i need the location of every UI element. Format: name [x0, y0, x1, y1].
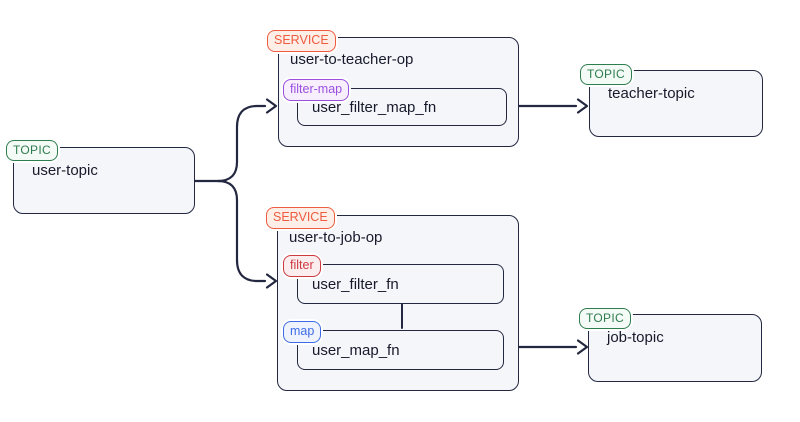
step-user-filter-map-fn[interactable]: filter-map user_filter_map_fn — [283, 79, 507, 126]
node-label: teacher-topic — [608, 85, 695, 102]
edge-user-topic-to-job-op — [216, 179, 267, 283]
arrowhead-into-teacher-topic — [576, 98, 589, 114]
arrowhead-into-job-op — [265, 273, 278, 289]
node-teacher-topic[interactable]: TOPIC teacher-topic — [580, 64, 763, 137]
service-title: user-to-job-op — [289, 229, 383, 246]
step-user-map-fn[interactable]: map user_map_fn — [283, 321, 504, 370]
map-badge: map — [283, 321, 322, 343]
step-label: user_filter_map_fn — [312, 98, 437, 116]
topic-badge: TOPIC — [6, 140, 58, 161]
topic-badge: TOPIC — [579, 308, 631, 329]
service-title: user-to-teacher-op — [290, 51, 414, 68]
arrowhead-into-teacher-op — [265, 98, 278, 114]
node-user-topic[interactable]: TOPIC user-topic — [6, 140, 195, 214]
step-label: user_map_fn — [312, 341, 400, 359]
node-user-to-teacher-op[interactable]: SERVICE user-to-teacher-op filter-map us… — [267, 30, 519, 147]
filter-map-badge: filter-map — [283, 79, 350, 101]
filter-badge: filter — [283, 255, 321, 277]
service-badge: SERVICE — [266, 207, 335, 229]
step-label: user_filter_fn — [312, 275, 399, 293]
topic-badge: TOPIC — [580, 64, 632, 85]
step-user-filter-fn[interactable]: filter user_filter_fn — [283, 255, 504, 304]
node-job-topic[interactable]: TOPIC job-topic — [579, 308, 762, 382]
service-badge: SERVICE — [267, 30, 336, 52]
node-user-to-job-op[interactable]: SERVICE user-to-job-op filter user_filte… — [266, 207, 519, 391]
node-label: job-topic — [607, 329, 664, 346]
edge-user-topic-to-teacher-op — [216, 104, 267, 183]
arrowhead-into-job-topic — [576, 339, 589, 355]
node-label: user-topic — [32, 162, 98, 179]
